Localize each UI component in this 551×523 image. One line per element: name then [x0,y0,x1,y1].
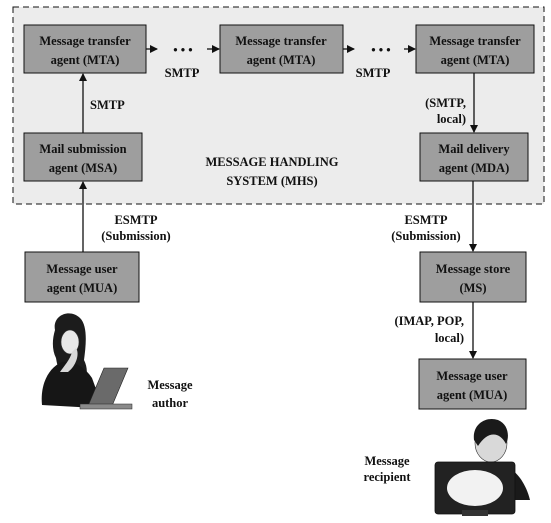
mua-recipient-line2: agent (MUA) [437,388,507,402]
message-store-line2: (MS) [459,281,486,295]
smtp-label-3: SMTP [90,98,125,112]
mta-2-line2: agent (MTA) [247,53,316,67]
mta-3-line2: agent (MTA) [441,53,510,67]
author-caption-line2: author [152,396,189,410]
message-store-box: Message store (MS) [419,251,527,303]
mua-recipient-line1: Message user [436,369,508,383]
message-store-line1: Message store [436,262,511,276]
mda-line1: Mail delivery [438,142,510,156]
mta3-mda-label-line1: (SMTP, [425,96,466,110]
author-caption-line1: Message [147,378,193,392]
mta-1-line2: agent (MTA) [51,53,120,67]
recipient-illustration [434,418,530,516]
mta-2-line1: Message transfer [235,34,327,48]
smtp-label-1: SMTP [165,66,200,80]
recipient-caption-line2: recipient [364,470,412,484]
mhs-title-line2: SYSTEM (MHS) [226,174,317,188]
mhs-title-line1: MESSAGE HANDLING [205,155,338,169]
mda-line2: agent (MDA) [439,161,509,175]
mua-author-line1: Message user [46,262,118,276]
imap-label-line1: (IMAP, POP, [394,314,464,328]
msa-box: Mail submission agent (MSA) [23,132,143,182]
esmtp-author-line2: (Submission) [101,229,170,243]
ellipsis-2: • • • [371,43,390,57]
mda-box: Mail delivery agent (MDA) [419,132,529,182]
mua-recipient-box: Message user agent (MUA) [418,358,527,410]
ellipsis-1: • • • [173,43,192,57]
mua-author-box: Message user agent (MUA) [24,251,140,303]
esmtp-delivery-line2: (Submission) [391,229,460,243]
msa-line1: Mail submission [39,142,126,156]
author-illustration [41,313,133,410]
recipient-caption-line1: Message [364,454,410,468]
mta-box-2: Message transfer agent (MTA) [219,24,344,74]
mta-box-3: Message transfer agent (MTA) [415,24,535,74]
esmtp-delivery-line1: ESMTP [404,213,447,227]
imap-label-line2: local) [435,331,464,345]
esmtp-author-line1: ESMTP [114,213,157,227]
mta-3-line1: Message transfer [429,34,521,48]
mua-author-line2: agent (MUA) [47,281,117,295]
msa-line2: agent (MSA) [49,161,117,175]
mta3-mda-label-line2: local) [437,112,466,126]
mta-box-1: Message transfer agent (MTA) [23,24,147,74]
smtp-label-2: SMTP [356,66,391,80]
mta-1-line1: Message transfer [39,34,131,48]
